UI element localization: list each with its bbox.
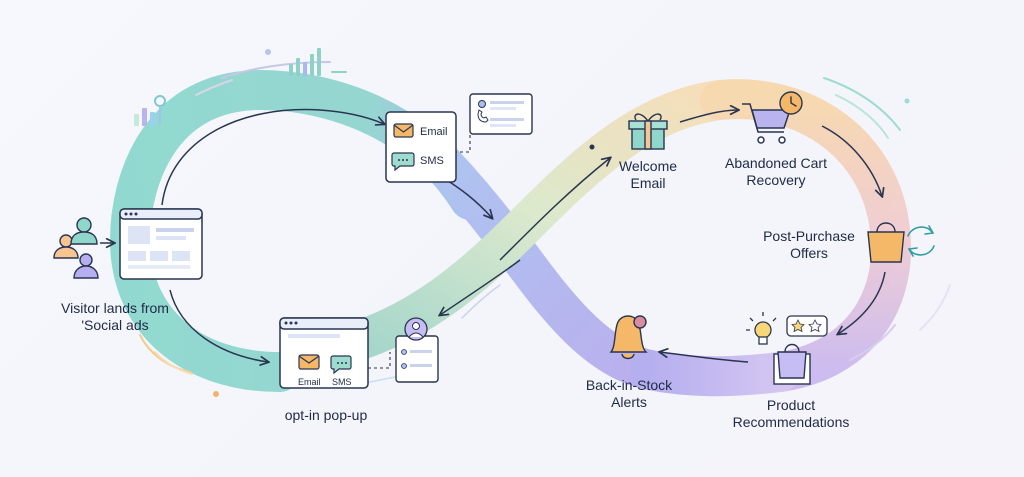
step-optin-label: opt-in pop-up	[266, 407, 386, 424]
profile-card	[368, 317, 439, 383]
step-postpurchase-label: Post-Purchase Offers	[754, 228, 864, 262]
optin-card-email: Email	[298, 377, 321, 387]
contact-card	[456, 93, 533, 153]
shopping-bag-icon	[867, 222, 905, 263]
step-visitor-label: Visitor lands from 'Social ads	[40, 300, 190, 334]
step-backinstock-label: Back-in-Stock Alerts	[574, 377, 684, 411]
flow-arrows	[100, 110, 886, 362]
decor-dot	[904, 98, 910, 104]
visitors-icon	[53, 217, 99, 279]
decor-dot	[213, 391, 219, 397]
optin-popup-browser: Email SMS	[279, 317, 369, 389]
analytics-icon	[134, 95, 166, 126]
decor-lines	[139, 61, 951, 386]
decor-dot	[265, 49, 271, 55]
step-backinstock-text: Back-in-Stock Alerts	[585, 377, 673, 410]
landing-page-browser	[119, 208, 203, 280]
step-visitor-text: Visitor lands from 'Social ads	[61, 300, 169, 333]
decor-dot	[589, 144, 595, 150]
channels-card-sms: SMS	[420, 155, 444, 167]
step-welcome-text: Welcome Email	[618, 158, 678, 191]
clock-icon	[779, 91, 803, 115]
refresh-icon	[907, 225, 935, 257]
step-recommend-text: Product Recommendations	[732, 397, 850, 430]
step-welcome-label: Welcome Email	[610, 158, 686, 192]
product-bag-icon	[773, 343, 811, 385]
step-abandoned-label: Abandoned Cart Recovery	[716, 155, 836, 189]
channels-card-email: Email	[420, 126, 448, 138]
shopping-cart-icon	[742, 103, 792, 144]
step-postpurchase-text: Post-Purchase Offers	[763, 228, 855, 261]
channels-card: Email SMS	[385, 111, 457, 183]
rating-stars-icon	[786, 315, 828, 337]
step-optin-text: opt-in pop-up	[284, 407, 368, 423]
step-abandoned-text: Abandoned Cart Recovery	[725, 155, 827, 188]
step-recommend-label: Product Recommendations	[726, 397, 856, 431]
optin-card-sms: SMS	[332, 377, 352, 387]
bell-icon	[609, 315, 648, 360]
bar-chart-icon	[289, 48, 347, 76]
lightbulb-icon	[746, 312, 777, 345]
gift-icon	[628, 113, 668, 150]
